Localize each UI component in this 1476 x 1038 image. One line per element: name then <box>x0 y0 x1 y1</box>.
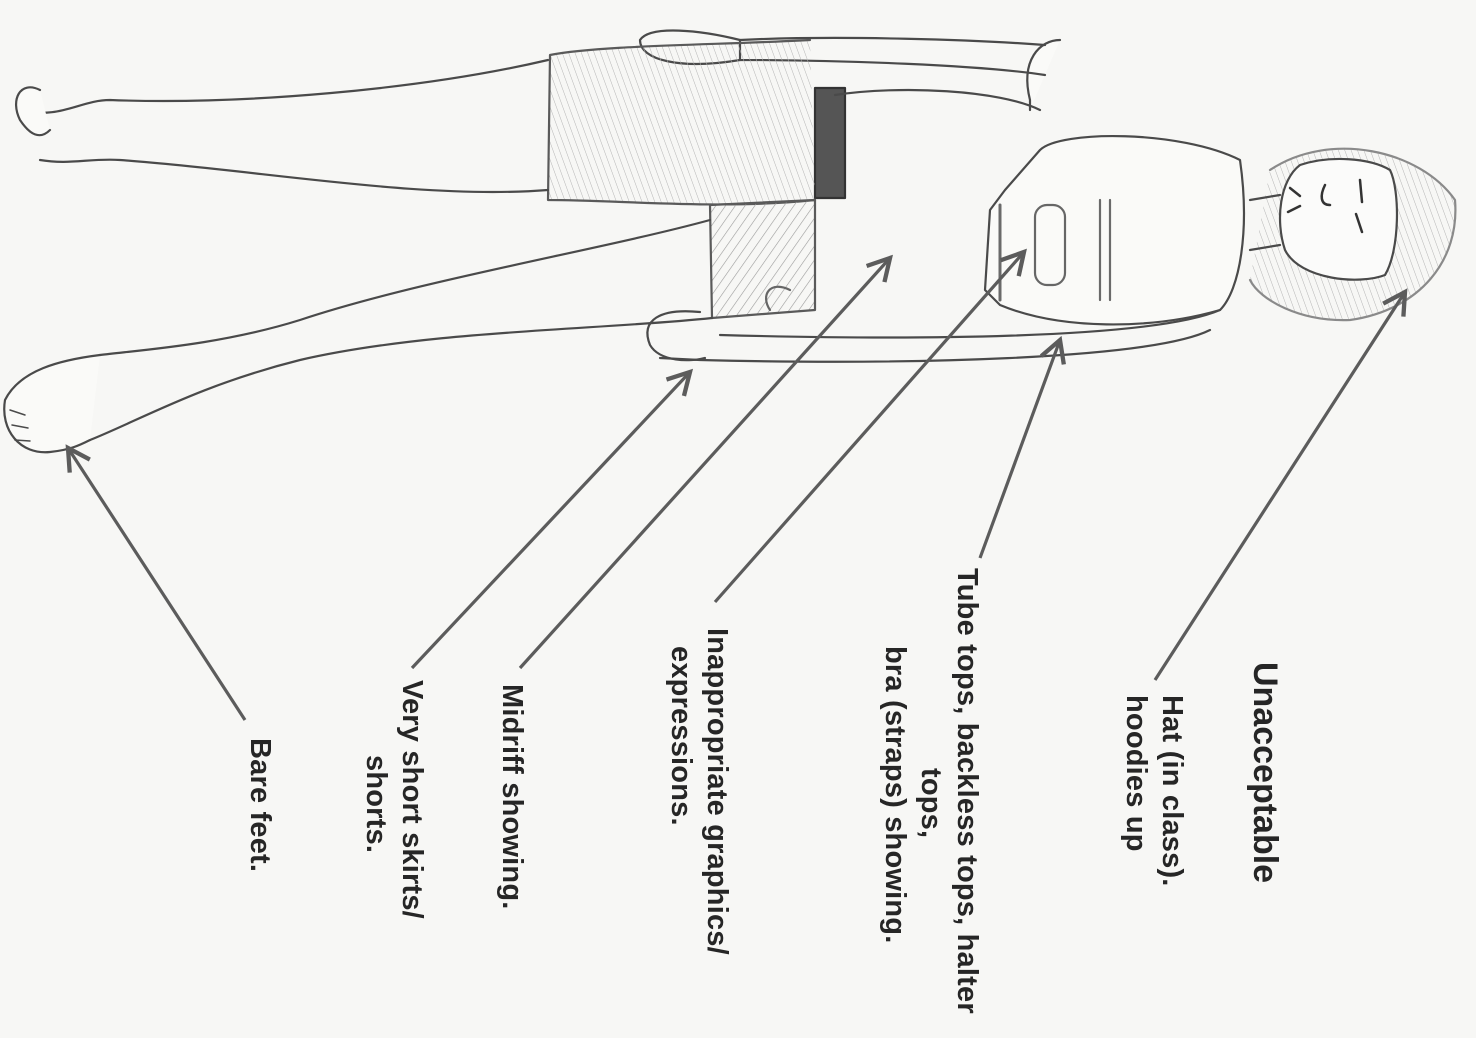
label-line: Tube tops, backless tops, halter <box>949 568 985 1014</box>
figure-sketch <box>4 31 1455 453</box>
label-line: Very short skirts/ <box>394 680 430 919</box>
label-line: hoodies up <box>1118 695 1154 887</box>
label-hat: Hat (in class). hoodies up <box>1118 695 1190 887</box>
page-title: Unacceptable <box>1245 662 1285 883</box>
label-line: Hat (in class). <box>1154 695 1190 887</box>
label-tube-tops: Tube tops, backless tops, halter tops, b… <box>877 568 985 1014</box>
callout-arrows <box>68 252 1405 720</box>
bare-feet-arrow <box>68 448 245 720</box>
hat-arrow <box>1155 292 1405 680</box>
label-line: expressions. <box>663 628 699 955</box>
label-line: Bare feet. <box>242 738 278 872</box>
label-bare-feet: Bare feet. <box>242 738 278 872</box>
label-line: tops, <box>913 568 949 1014</box>
label-midriff: Midriff showing. <box>494 684 530 910</box>
label-line: bra (straps) showing. <box>877 568 913 1014</box>
label-graphics: Inappropriate graphics/ expressions. <box>663 628 735 955</box>
label-line: Inappropriate graphics/ <box>699 628 735 955</box>
label-short-skirts: Very short skirts/ shorts. <box>358 680 430 919</box>
label-line: shorts. <box>358 680 394 919</box>
tube-tops-arrow <box>980 340 1060 558</box>
short-skirts-arrow <box>412 372 690 668</box>
label-line: Midriff showing. <box>494 684 530 910</box>
